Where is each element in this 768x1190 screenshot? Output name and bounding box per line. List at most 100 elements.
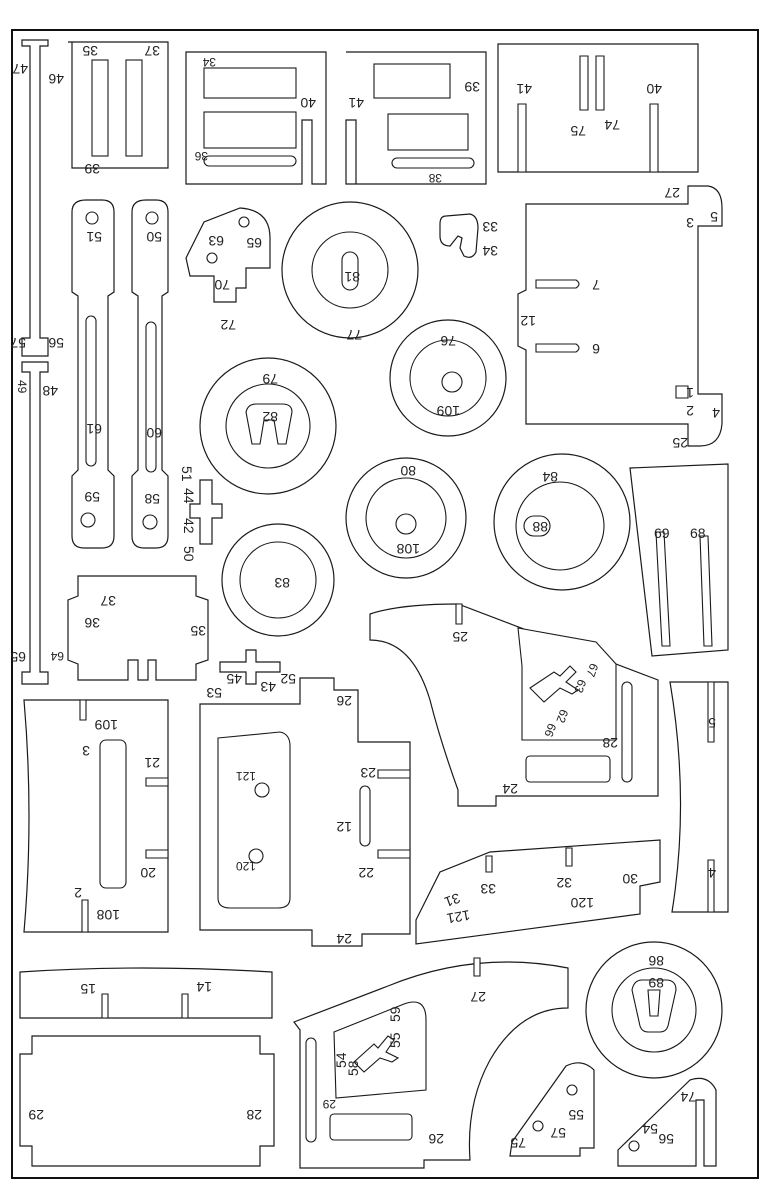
label-46: 46 bbox=[48, 71, 64, 87]
label-39b: 39 bbox=[464, 79, 480, 95]
label-39a: 39 bbox=[84, 161, 100, 177]
part-tri-56: 74 54 56 bbox=[617, 1077, 717, 1167]
label-64: 64 bbox=[50, 649, 64, 663]
label-45: 45 bbox=[226, 671, 242, 687]
label-51b: 51 bbox=[179, 466, 195, 482]
label-66: 66 bbox=[541, 721, 559, 739]
label-14: 14 bbox=[196, 979, 212, 995]
part-strip-5: 5 4 bbox=[669, 681, 729, 913]
label-26b: 26 bbox=[428, 1131, 444, 1147]
label-15: 15 bbox=[80, 981, 96, 997]
label-37b: 37 bbox=[100, 593, 116, 609]
label-109b: 109 bbox=[94, 717, 118, 733]
label-42: 42 bbox=[181, 518, 197, 534]
label-29b: 29 bbox=[28, 1107, 44, 1123]
label-34a: 34 bbox=[202, 55, 216, 69]
part-base-28: 29 28 bbox=[19, 1035, 275, 1167]
label-32: 32 bbox=[556, 875, 572, 891]
label-61: 61 bbox=[86, 421, 102, 437]
label-55a: 55 bbox=[387, 1032, 403, 1048]
label-65: 65 bbox=[10, 649, 26, 665]
label-29a: 29 bbox=[322, 1097, 336, 1111]
label-2a: 2 bbox=[686, 403, 694, 419]
label-76: 76 bbox=[440, 333, 456, 349]
part-panel-38: 39 41 38 bbox=[345, 51, 487, 185]
label-88a: 88 bbox=[532, 519, 548, 535]
part-wheel-76: 76 109 bbox=[389, 319, 507, 437]
label-62: 62 bbox=[553, 707, 571, 725]
label-1: 1 bbox=[686, 385, 694, 401]
label-51a: 51 bbox=[86, 229, 102, 245]
label-30: 30 bbox=[622, 871, 638, 887]
label-40a: 40 bbox=[300, 95, 316, 111]
label-53: 53 bbox=[206, 685, 222, 701]
label-36b: 36 bbox=[84, 615, 100, 631]
label-57: 57 bbox=[550, 1125, 566, 1141]
label-3a: 3 bbox=[686, 215, 694, 231]
part-frame-35: 35 37 39 bbox=[68, 41, 169, 177]
label-35b: 35 bbox=[190, 623, 206, 639]
label-28a: 28 bbox=[602, 735, 618, 751]
label-27b: 27 bbox=[470, 989, 486, 1005]
label-56b: 56 bbox=[658, 1131, 674, 1147]
label-81: 81 bbox=[344, 269, 360, 285]
label-4a: 4 bbox=[712, 405, 720, 421]
part-curve-28: 25 67 63 62 66 28 24 bbox=[369, 603, 659, 807]
label-44: 44 bbox=[181, 488, 197, 504]
label-121b: 121 bbox=[445, 907, 471, 927]
part-curve-29: 27 59 55 54 58 29 26 bbox=[293, 957, 569, 1169]
part-wheel-83: 83 bbox=[221, 523, 335, 637]
label-109a: 109 bbox=[436, 403, 460, 419]
label-55b: 55 bbox=[568, 1107, 584, 1123]
label-26a: 26 bbox=[336, 693, 352, 709]
label-28b: 28 bbox=[246, 1107, 262, 1123]
label-120a: 120 bbox=[236, 859, 256, 873]
label-86: 86 bbox=[648, 953, 664, 969]
part-bar-51: 51 61 59 bbox=[71, 199, 115, 549]
label-12b: 12 bbox=[336, 819, 352, 835]
part-panel-40: 34 40 36 bbox=[185, 51, 327, 185]
label-4b: 4 bbox=[708, 865, 716, 881]
label-41b: 41 bbox=[516, 81, 532, 97]
label-35a: 35 bbox=[82, 43, 98, 59]
label-47: 47 bbox=[12, 61, 28, 77]
part-strip-47: 47 46 57 56 bbox=[10, 39, 64, 357]
label-41a: 41 bbox=[348, 95, 364, 111]
part-side-108: 109 3 21 20 2 108 bbox=[23, 699, 169, 933]
label-59a: 59 bbox=[84, 489, 100, 505]
label-58a: 58 bbox=[144, 491, 160, 507]
label-63a: 63 bbox=[208, 233, 224, 249]
part-box-36: 37 36 35 bbox=[67, 575, 209, 681]
label-65b: 65 bbox=[246, 235, 262, 251]
label-74b: 74 bbox=[680, 1089, 696, 1105]
label-22: 22 bbox=[358, 865, 374, 881]
label-12a: 12 bbox=[520, 313, 536, 329]
label-5a: 5 bbox=[710, 209, 718, 225]
part-cross-44: 51 44 42 50 bbox=[179, 466, 223, 562]
label-70: 70 bbox=[214, 277, 230, 293]
label-49: 49 bbox=[15, 380, 29, 394]
part-plate-68: 69 68 bbox=[629, 463, 729, 657]
label-24a: 24 bbox=[502, 781, 518, 797]
label-36a: 36 bbox=[194, 149, 208, 163]
label-40b: 40 bbox=[646, 81, 662, 97]
part-panel-121: 26 23 121 12 120 22 24 bbox=[199, 677, 411, 947]
part-hook-33: 33 34 bbox=[439, 213, 498, 259]
label-38: 38 bbox=[428, 171, 442, 185]
label-120b: 120 bbox=[570, 895, 594, 911]
label-57: 57 bbox=[10, 335, 26, 351]
label-69: 69 bbox=[654, 525, 670, 541]
label-33a: 33 bbox=[482, 219, 498, 235]
label-7: 7 bbox=[592, 277, 600, 293]
label-20: 20 bbox=[140, 865, 156, 881]
label-74a: 74 bbox=[604, 117, 620, 133]
label-33b: 33 bbox=[480, 881, 496, 897]
part-wheel-79: 79 82 bbox=[199, 357, 337, 495]
label-80: 80 bbox=[400, 463, 416, 479]
label-54b: 54 bbox=[642, 1121, 658, 1137]
label-6: 6 bbox=[592, 341, 600, 357]
label-2b: 2 bbox=[74, 885, 82, 901]
label-67: 67 bbox=[583, 661, 601, 679]
label-54a: 54 bbox=[333, 1052, 349, 1068]
